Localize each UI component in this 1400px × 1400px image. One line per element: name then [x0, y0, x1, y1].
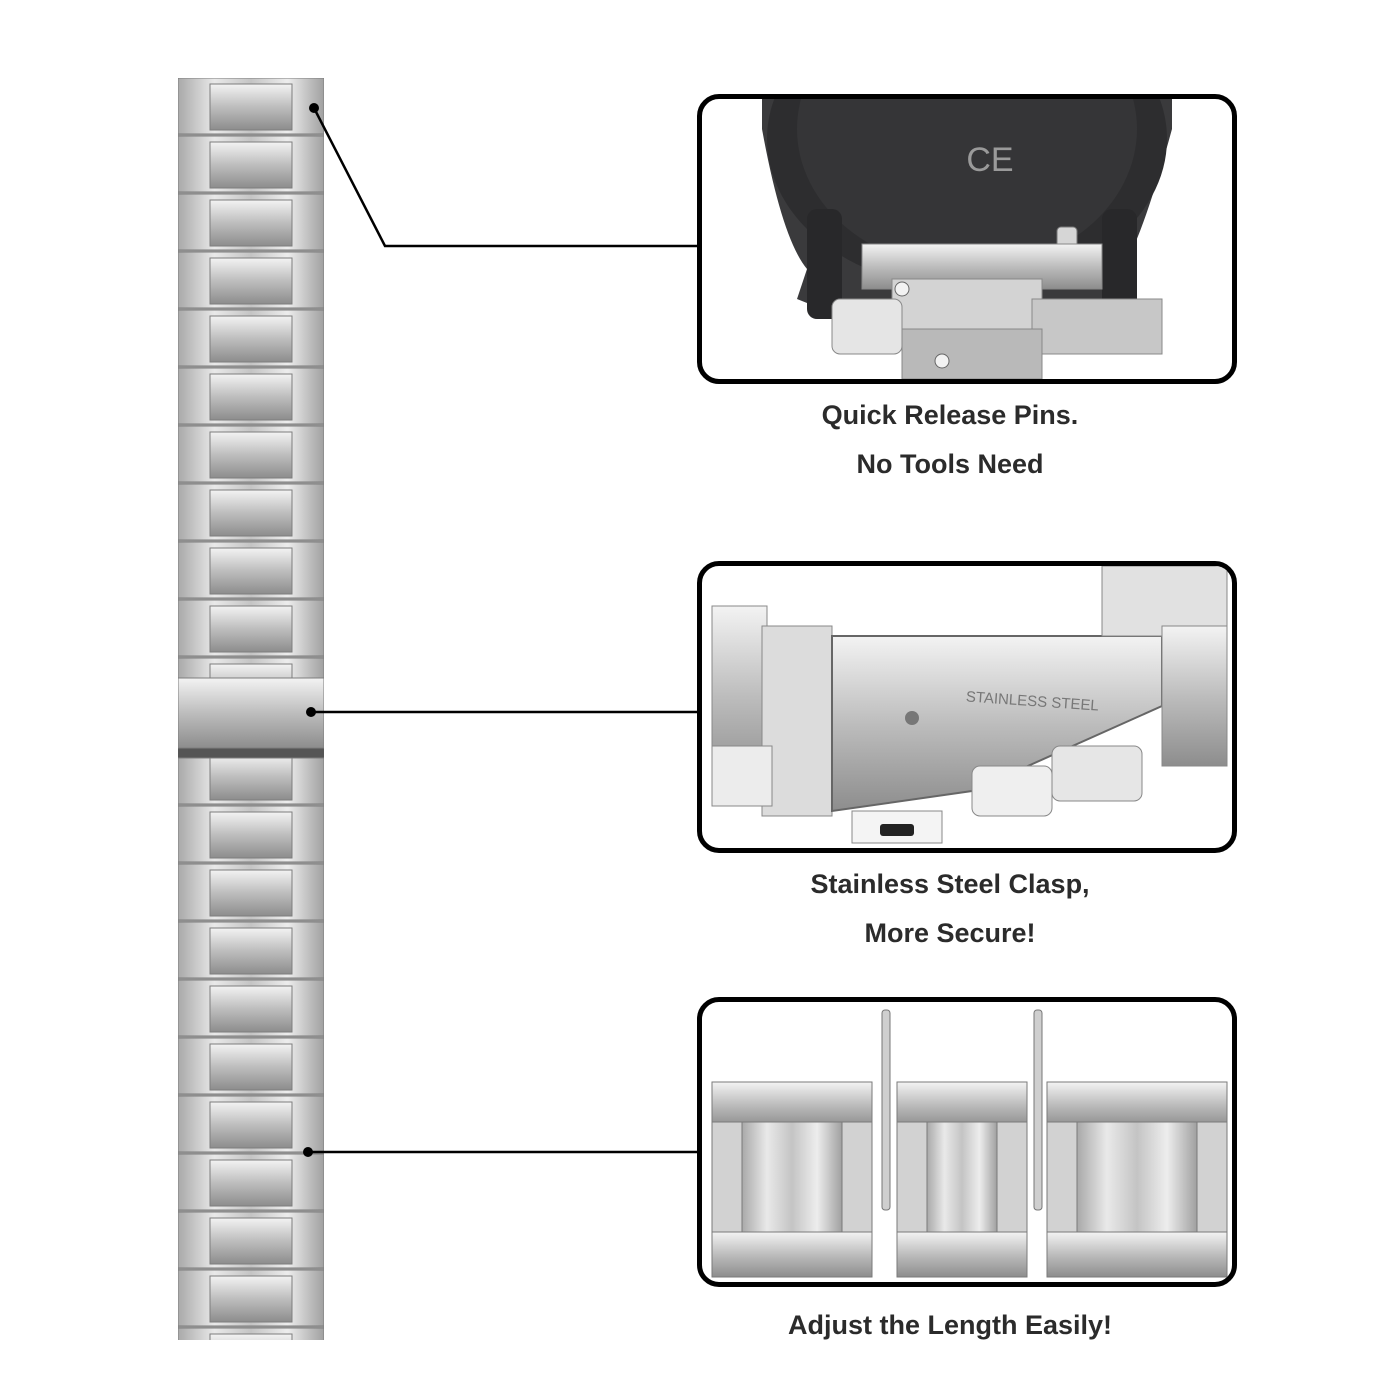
callout-dot-links	[303, 1147, 313, 1157]
caption-clasp-line2: More Secure!	[864, 918, 1036, 948]
clasp-panel: STAINLESS STEEL	[697, 561, 1237, 853]
band-center-link	[209, 605, 293, 653]
loose-link	[926, 1121, 998, 1238]
loose-link	[1046, 1081, 1228, 1128]
loose-link	[711, 1231, 873, 1278]
loose-link	[896, 1231, 1028, 1278]
band-center-link	[209, 985, 293, 1033]
adjust-links-image	[711, 1009, 1228, 1278]
band-center-link	[209, 1275, 293, 1323]
adjust-links-panel	[697, 997, 1237, 1287]
band-center-link	[209, 927, 293, 975]
band-center-link	[209, 869, 293, 917]
band-center-link	[209, 489, 293, 537]
quick-release-pins-panel: CE	[697, 94, 1237, 384]
band-center-link	[209, 1159, 293, 1207]
watch-band-image	[178, 78, 324, 1340]
band-center-link	[209, 1333, 293, 1340]
caption-pins-line2: No Tools Need	[856, 449, 1044, 479]
band-center-link	[209, 1043, 293, 1091]
loose-link	[1076, 1121, 1198, 1238]
band-center-link	[209, 315, 293, 363]
band-center-link	[209, 547, 293, 595]
loose-link	[741, 1121, 843, 1238]
band-center-link	[209, 83, 293, 131]
band-center-link	[209, 1101, 293, 1149]
loose-link	[896, 1081, 1028, 1128]
callout-dot-clasp	[306, 707, 316, 717]
loose-link	[1046, 1231, 1228, 1278]
band-center-link	[209, 373, 293, 421]
quick-release-pins-image: CE	[762, 99, 1172, 379]
caption-pins-line1: Quick Release Pins.	[821, 400, 1079, 430]
band-center-link	[209, 141, 293, 189]
band-center-link	[209, 257, 293, 305]
caption-clasp-line1: Stainless Steel Clasp,	[810, 869, 1090, 899]
callout-dot-pins	[309, 103, 319, 113]
ce-mark: CE	[966, 141, 1013, 179]
band-center-link	[209, 431, 293, 479]
loose-link	[711, 1081, 873, 1128]
band-center-link	[209, 811, 293, 859]
callout-line-pins	[312, 107, 697, 248]
band-center-link	[209, 199, 293, 247]
clasp-image: STAINLESS STEEL	[711, 566, 1228, 844]
band-clasp	[178, 677, 324, 749]
caption-links: Adjust the Length Easily!	[787, 1310, 1113, 1340]
band-center-link	[209, 1217, 293, 1265]
